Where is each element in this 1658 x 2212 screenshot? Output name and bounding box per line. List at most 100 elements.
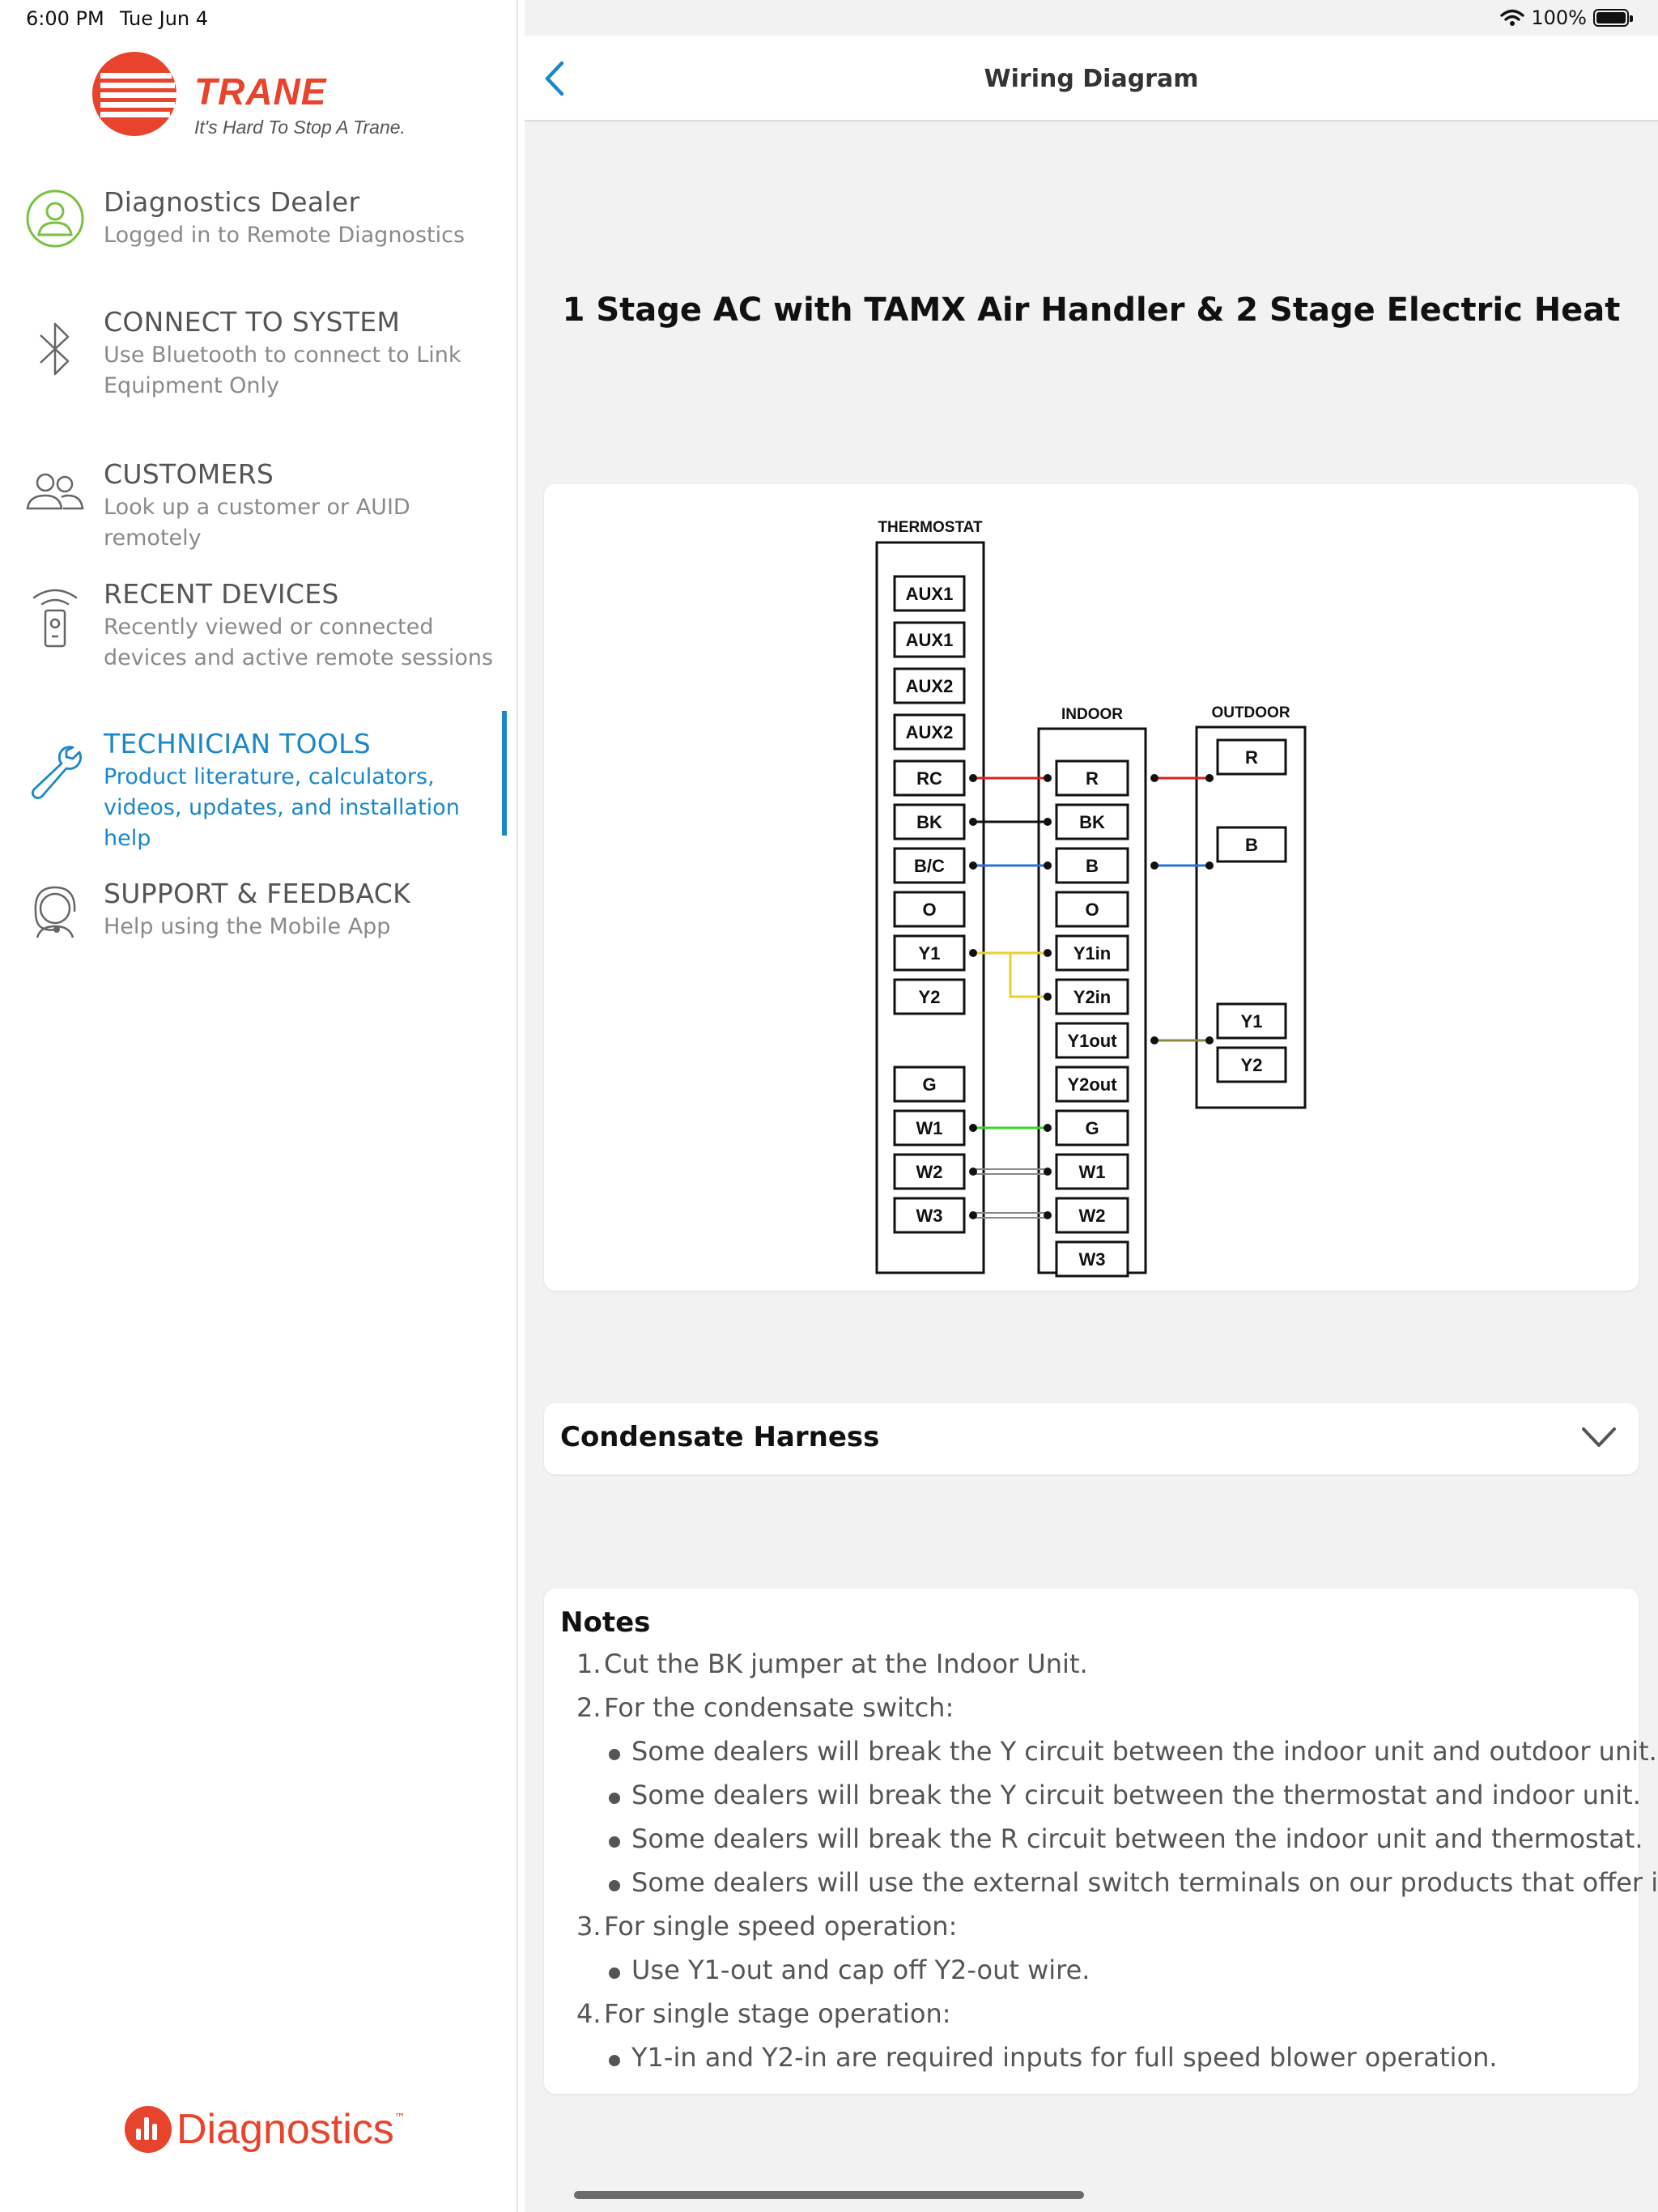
outdoor-terminal-box [1216, 1046, 1287, 1083]
thermostat-terminal: AUX2 [906, 722, 954, 742]
sidebar-item-label: CONNECT TO SYSTEM [104, 306, 401, 338]
sidebar-item-connect[interactable]: CONNECT TO SYSTEM Use Bluetooth to conne… [0, 295, 515, 416]
note-bullet [609, 1793, 620, 1804]
sidebar-item-sub: Recently viewed or connected devices and… [104, 615, 494, 670]
outdoor-terminal: B [1245, 835, 1258, 855]
main-content: Wiring Diagram 1 Stage AC with TAMX Air … [525, 0, 1658, 2212]
indoor-terminal-box [1055, 1022, 1129, 1059]
thermostat-terminal-box [893, 1066, 966, 1103]
indoor-terminal: BK [1079, 812, 1105, 832]
sidebar-item-label: TECHNICIAN TOOLS [104, 728, 372, 759]
outdoor-terminal-box [1216, 738, 1287, 776]
sidebar-item-label: Diagnostics Dealer [104, 186, 360, 218]
thermostat-terminal-box [893, 847, 966, 884]
terminal-dot [1044, 1211, 1052, 1219]
battery-icon [1593, 9, 1633, 27]
headset-icon [34, 886, 76, 938]
indoor-terminal: Y1out [1067, 1031, 1117, 1051]
outdoor-terminal-box [1216, 826, 1287, 863]
home-indicator[interactable] [574, 2191, 1084, 2199]
indoor-terminal-box [1055, 1197, 1129, 1234]
note-line: For single stage operation: [604, 1998, 951, 2029]
diagram-title: 1 Stage AC with TAMX Air Handler & 2 Sta… [562, 291, 1621, 329]
indoor-terminal: Y2out [1067, 1074, 1117, 1095]
thermostat-terminal: W1 [916, 1118, 943, 1138]
indoor-terminal: Y1in [1073, 943, 1111, 963]
wrench-icon [32, 746, 82, 799]
indoor-terminal-box [1055, 759, 1129, 797]
back-chevron-icon[interactable] [539, 58, 572, 99]
thermostat-terminal-box [893, 803, 966, 840]
terminal-dot [1044, 861, 1052, 870]
condensate-harness-accordion[interactable]: Condensate Harness [544, 1403, 1639, 1474]
thermostat-terminal: AUX1 [906, 584, 954, 604]
remote-device-icon [32, 589, 78, 648]
terminal-dot [1044, 818, 1052, 826]
terminal-dot [1044, 774, 1052, 782]
indoor-terminal-box [1055, 978, 1129, 1015]
sidebar-item-technician-tools[interactable]: TECHNICIAN TOOLS Product literature, cal… [0, 717, 515, 851]
sidebar-item-recent-devices[interactable]: RECENT DEVICES Recently viewed or connec… [0, 567, 515, 688]
thermostat-terminal: Y1 [919, 943, 941, 963]
thermostat-terminal: RC [916, 768, 942, 789]
outdoor-terminal: R [1245, 747, 1258, 768]
sidebar-item-sub: Look up a customer or AUID remotely [104, 495, 410, 551]
outdoor-terminal-box [1216, 1002, 1287, 1040]
terminal-dot [969, 818, 977, 826]
thermostat-panel [875, 541, 985, 1274]
wifi-icon [1500, 9, 1525, 26]
wire-yellow-y1-y2in [1009, 953, 1048, 998]
status-bar: 6:00 PM Tue Jun 4 100% [0, 0, 1658, 36]
trademark-mark: ™ [393, 2112, 406, 2125]
brand-tagline: It's Hard To Stop A Trane. [194, 117, 406, 138]
thermostat-terminal: W2 [916, 1162, 943, 1182]
note-bullet [609, 2055, 620, 2066]
note-line: Some dealers will use the external switc… [631, 1867, 1658, 1898]
thermostat-terminal-box [893, 759, 966, 797]
notes-heading: Notes [560, 1606, 651, 1639]
terminal-dot [1205, 1036, 1214, 1044]
thermostat-terminal: G [922, 1074, 936, 1095]
indoor-terminal: W3 [1079, 1249, 1106, 1270]
indoor-terminal-box [1055, 1066, 1129, 1103]
thermostat-terminal-box [893, 667, 966, 704]
sidebar-item-customers[interactable]: CUSTOMERS Look up a customer or AUID rem… [0, 447, 515, 551]
thermostat-terminal-box [893, 713, 966, 751]
thermostat-terminal-box [893, 978, 966, 1015]
diagnostics-logo-mark [125, 2106, 172, 2153]
sidebar-item-sub: Product literature, calculators, videos,… [104, 764, 460, 851]
indoor-terminal: R [1086, 768, 1099, 789]
terminal-dot [1044, 1168, 1052, 1176]
indoor-terminal: W2 [1079, 1206, 1106, 1226]
trane-logo-mark [92, 52, 176, 136]
terminal-dot [969, 1211, 977, 1219]
active-indicator [502, 711, 507, 836]
sidebar-item-sub: Use Bluetooth to connect to Link Equipme… [104, 342, 461, 398]
note-line: Y1-in and Y2-in are required inputs for … [631, 2042, 1498, 2073]
sidebar-item-account[interactable]: Diagnostics Dealer Logged in to Remote D… [0, 175, 515, 280]
indoor-terminal-box [1055, 1240, 1129, 1278]
customers-icon [26, 473, 84, 510]
thermostat-terminal: O [922, 900, 936, 920]
terminal-dot [1205, 774, 1214, 782]
status-time: 6:00 PM [26, 7, 104, 30]
user-icon [26, 189, 84, 248]
thermostat-terminal-box [893, 1197, 966, 1234]
indoor-terminal-box [1055, 1109, 1129, 1146]
diagnostics-wordmark: Diagnostics [176, 2106, 394, 2153]
thermostat-terminal-box [893, 621, 966, 658]
note-line: Some dealers will break the Y circuit be… [631, 1780, 1641, 1810]
battery-percent: 100% [1531, 6, 1587, 29]
thermostat-terminal-box [893, 575, 966, 612]
status-right: 100% [1500, 6, 1633, 29]
indoor-terminal-box [1055, 1153, 1129, 1190]
terminal-dot [1150, 1036, 1158, 1044]
terminal-dot [1205, 861, 1214, 870]
sidebar-item-support[interactable]: SUPPORT & FEEDBACK Help using the Mobile… [0, 866, 515, 963]
note-line: Some dealers will break the Y circuit be… [631, 1736, 1657, 1767]
outdoor-panel [1195, 725, 1307, 1109]
note-bullet [609, 1749, 620, 1760]
indoor-terminal: G [1085, 1118, 1099, 1138]
